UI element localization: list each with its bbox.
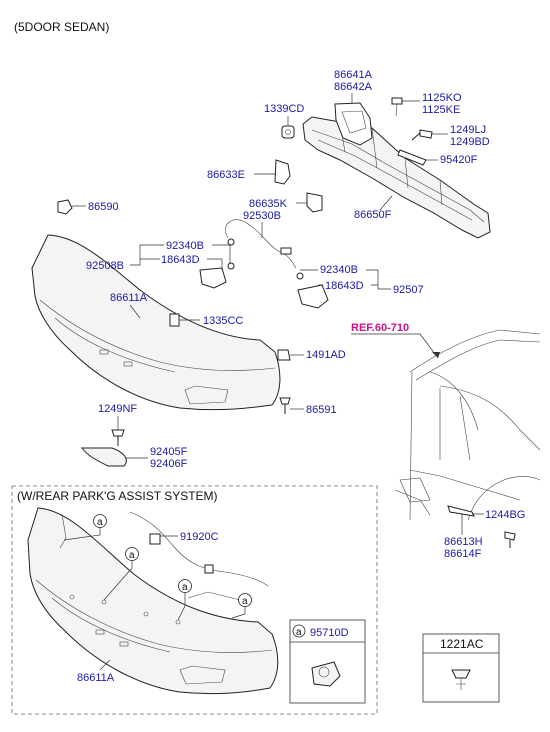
label-91920c: 91920C bbox=[180, 531, 219, 543]
label-86650f: 86650F bbox=[354, 209, 392, 221]
callout-a-4: a bbox=[238, 593, 252, 607]
label-1249lj: 1249LJ bbox=[450, 124, 486, 136]
label-92406f: 92406F bbox=[150, 458, 188, 470]
bolt-1339cd bbox=[281, 125, 295, 139]
label-92507: 92507 bbox=[393, 284, 424, 296]
bolt-1244bg bbox=[504, 531, 516, 548]
svg-text:a: a bbox=[97, 517, 103, 528]
label-1244bg: 1244BG bbox=[485, 509, 525, 521]
bolt-1125ko bbox=[391, 97, 403, 117]
wire-91920c bbox=[129, 511, 269, 587]
label-92508b: 92508B bbox=[86, 260, 124, 272]
label-92405f: 92405F bbox=[150, 446, 188, 458]
label-1335cc: 1335CC bbox=[203, 315, 243, 327]
label-1339cd: 1339CD bbox=[264, 103, 304, 115]
label-86633e: 86633E bbox=[207, 169, 245, 181]
label-92340b-left: 92340B bbox=[166, 240, 204, 252]
label-86591: 86591 bbox=[306, 404, 337, 416]
label-86642a: 86642A bbox=[334, 81, 373, 93]
label-1221ac: 1221AC bbox=[440, 637, 484, 651]
diagram-title: (5DOOR SEDAN) bbox=[14, 20, 109, 34]
label-1125ko: 1125KO bbox=[422, 92, 462, 104]
svg-text:a: a bbox=[242, 596, 248, 607]
svg-text:a: a bbox=[296, 627, 302, 638]
label-1125ke: 1125KE bbox=[422, 104, 460, 116]
label-95420f: 95420F bbox=[440, 154, 478, 166]
assist-system-title: (W/REAR PARK'G ASSIST SYSTEM) bbox=[17, 489, 218, 503]
callout-a-2: a bbox=[125, 547, 139, 561]
rear-bumper-cover-top bbox=[31, 234, 281, 411]
label-86641a: 86641A bbox=[334, 69, 373, 81]
bracket-86633e bbox=[274, 159, 291, 185]
label-86613h: 86613H bbox=[444, 536, 483, 548]
reflector-92405f bbox=[80, 447, 127, 467]
svg-text:a: a bbox=[129, 550, 135, 561]
rear-bumper-cover-assist bbox=[27, 507, 279, 695]
label-1491ad: 1491AD bbox=[306, 349, 346, 361]
label-92530b: 92530B bbox=[243, 210, 281, 222]
clip-1221ac bbox=[451, 669, 471, 690]
label-86635k: 86635K bbox=[249, 198, 288, 210]
lamp-92508b bbox=[199, 267, 227, 289]
label-86611a-top: 86611A bbox=[110, 292, 148, 304]
bolt-86591 bbox=[279, 397, 291, 414]
label-1249bd: 1249BD bbox=[450, 136, 490, 148]
label-1249nf: 1249NF bbox=[98, 403, 137, 415]
label-86614f: 86614F bbox=[444, 548, 482, 560]
bracket-86635k bbox=[306, 192, 323, 213]
callout-a-1: a bbox=[93, 514, 107, 528]
ref-label: REF.60-710 bbox=[351, 322, 409, 334]
label-18643d-right: 18643D bbox=[325, 280, 364, 292]
wire-92530b bbox=[225, 219, 297, 269]
rear-quarter-body bbox=[394, 329, 541, 521]
screw-1249nf bbox=[111, 429, 125, 446]
nut-1335cc bbox=[169, 313, 180, 327]
assist-system-box bbox=[11, 485, 378, 715]
sensor-95420f bbox=[397, 149, 427, 166]
bolt-1249lj bbox=[411, 129, 433, 141]
label-86590: 86590 bbox=[88, 201, 119, 213]
label-18643d-left: 18643D bbox=[161, 254, 200, 266]
label-92340b-right: 92340B bbox=[320, 264, 358, 276]
clip-box bbox=[422, 633, 500, 703]
lamp-92507 bbox=[297, 284, 329, 309]
sensor-95710d bbox=[311, 661, 341, 687]
label-86611a-bottom: 86611A bbox=[77, 672, 115, 684]
callout-a-3: a bbox=[178, 579, 192, 593]
clip-86590 bbox=[57, 199, 73, 215]
label-95710d: 95710D bbox=[310, 627, 349, 639]
callout-a-sensor: a bbox=[292, 624, 306, 638]
clip-1491ad bbox=[277, 349, 291, 361]
svg-text:a: a bbox=[182, 582, 188, 593]
